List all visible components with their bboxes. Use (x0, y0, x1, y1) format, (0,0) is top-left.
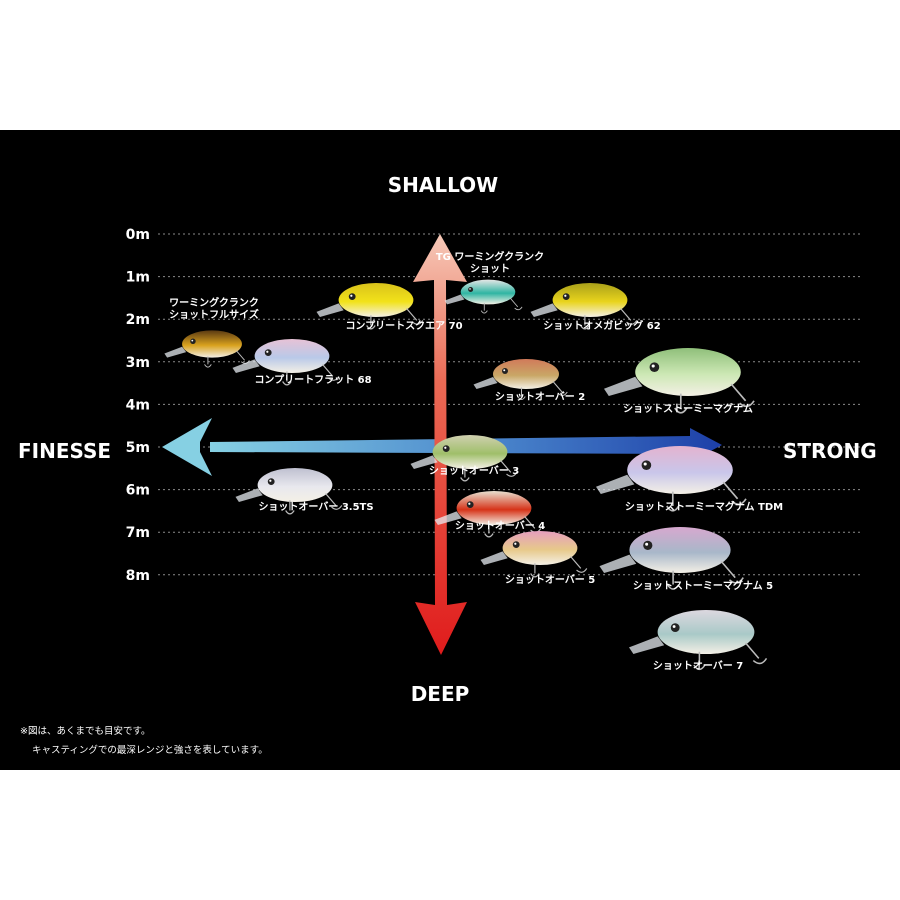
axis-label-deep: DEEP (411, 682, 470, 706)
lure-image (604, 348, 755, 414)
lure-image (316, 283, 424, 330)
lure-list: TG ワーミングクランクショットワーミングクランクショットフルサイズコンプリート… (164, 250, 783, 672)
depth-label: 2m (126, 312, 150, 328)
strength-arrow-left-head (162, 418, 212, 476)
note-line-2: キャスティングでの最深レンジと強さを表しています。 (32, 744, 268, 756)
lure-label: TG ワーミングクランク (436, 250, 544, 263)
depth-labels: 0m 1m 2m 3m 4m 5m 6m 7m 8m (126, 227, 150, 584)
lure-image (599, 527, 744, 590)
axis-label-shallow: SHALLOW (388, 173, 498, 197)
lure-image (596, 446, 747, 512)
lure-omega62: ショットオメガビッグ 62 (530, 283, 661, 332)
lure-over7: ショットオーバー 7 (629, 610, 768, 672)
lure-image (530, 283, 638, 330)
axis-label-finesse: FINESSE (18, 439, 111, 463)
lure-over3: ショットオーバー 3 (410, 435, 519, 482)
depth-label: 7m (126, 525, 150, 541)
depth-label: 1m (126, 270, 150, 286)
depth-label: 0m (126, 227, 150, 243)
depth-label: 3m (126, 355, 150, 371)
lure-label: ショットストーミーマグナム TDM (625, 500, 783, 513)
lure-flat68: コンプリートフラット 68 (232, 339, 372, 386)
lure-image (444, 279, 523, 314)
lure-image (480, 531, 588, 578)
depth-label: 4m (126, 397, 150, 413)
lure-label: ショットオーバー 7 (653, 660, 743, 672)
lure-image (232, 339, 340, 386)
lure-label: コンプリートスクエア 70 (345, 319, 462, 332)
lure-label: ショットオーバー 3.5TS (258, 501, 373, 513)
axis-label-strong: STRONG (783, 439, 877, 463)
lure-label: ショットストーミーマグナム (623, 402, 753, 415)
lure-square70: コンプリートスクエア 70 (316, 283, 463, 332)
note-line-1: ※図は、あくまでも目安です。 (20, 725, 151, 737)
lure-over5: ショットオーバー 5 (480, 531, 595, 586)
lure-over4: ショットオーバー 4 (434, 491, 545, 538)
lure-label: ショットオメガビッグ 62 (543, 319, 660, 332)
lure-label: ショットフルサイズ (169, 308, 259, 321)
lure-label: ショットオーバー 4 (455, 520, 545, 532)
lure-image (473, 359, 568, 401)
lure-over2: ショットオーバー 2 (473, 359, 585, 403)
lure-label: コンプリートフラット 68 (254, 373, 371, 386)
lure-label: ショットオーバー 2 (495, 391, 585, 403)
lure-image (235, 468, 343, 515)
lure-image (164, 330, 250, 368)
lure-image (629, 610, 768, 671)
depth-label: 8m (126, 568, 150, 584)
lure-label: ショットオーバー 3 (429, 465, 519, 477)
lure-stormy-tdm: ショットストーミーマグナム TDM (596, 446, 783, 513)
lure-stormy: ショットストーミーマグナム (604, 348, 755, 415)
depth-label: 5m (126, 440, 150, 456)
lure-image (434, 491, 542, 538)
lure-stormy5: ショットストーミーマグナム 5 (599, 527, 773, 592)
lure-image (410, 435, 518, 482)
depth-label: 6m (126, 483, 150, 499)
lure-label: ワーミングクランク (169, 296, 259, 309)
lure-label: ショットオーバー 5 (505, 574, 595, 586)
lure-label: ショット (470, 263, 510, 275)
lure-over35: ショットオーバー 3.5TS (235, 468, 374, 515)
lure-label: ショットストーミーマグナム 5 (633, 579, 773, 592)
